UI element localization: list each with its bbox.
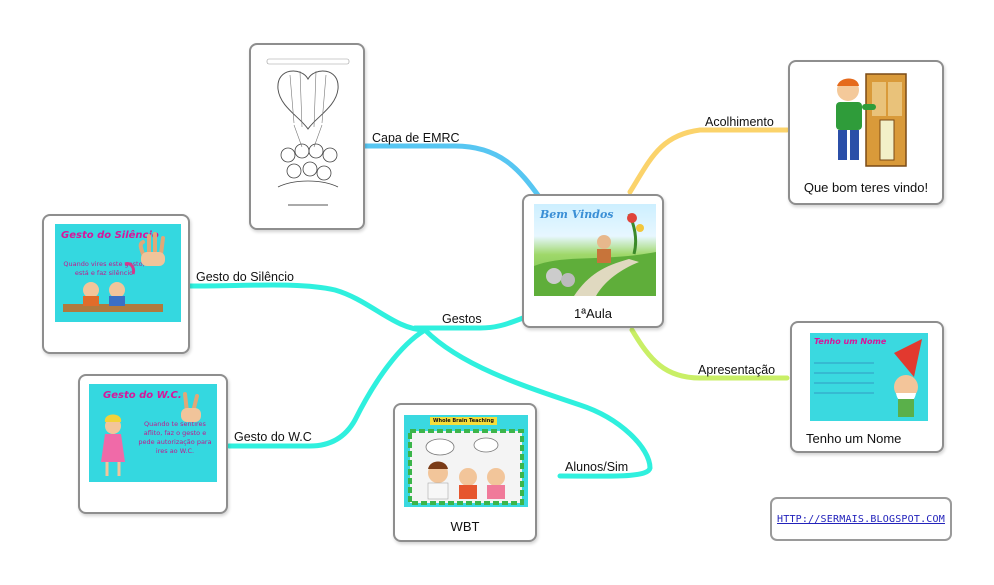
- card-acolhimento[interactable]: Que bom teres vindo!: [788, 60, 944, 205]
- branch-label-apresentacao[interactable]: Apresentação: [698, 363, 776, 377]
- connector-wc: [226, 327, 428, 449]
- branch-label-capa[interactable]: Capa de EMRC: [372, 131, 460, 145]
- boy-at-door-icon: [836, 73, 907, 167]
- gnome-icon: [814, 339, 922, 417]
- welcome-image-text: Bem Vindos: [540, 208, 614, 221]
- branch-label-wc[interactable]: Gesto do W.C: [234, 430, 312, 444]
- connector-alunos: [422, 327, 653, 479]
- wbt-image-title: Whole Brain Teaching: [430, 417, 497, 425]
- branch-label-alunos[interactable]: Alunos/Sim: [565, 460, 629, 474]
- center-label: 1ªAula: [573, 306, 613, 321]
- card-gesto-wc[interactable]: Gesto do W.C. Quando te sentires aflito,…: [78, 374, 228, 514]
- silencio-image-title: Gesto do Silêncio: [61, 230, 159, 241]
- gesto-wc-image: Gesto do W.C. Quando te sentires aflito,…: [89, 384, 217, 482]
- students-icon: [408, 429, 524, 505]
- coloring-page-image: [264, 55, 352, 220]
- apresentacao-caption: Tenho um Nome: [806, 431, 902, 446]
- wc-gesture-icon: [101, 392, 201, 476]
- connector-silencio: [187, 282, 428, 333]
- connector-acolhimento: [627, 127, 790, 195]
- silencio-image-text: Quando vires este gesto, está e faz silê…: [63, 260, 145, 277]
- welcome-boy-door-image: [818, 68, 918, 170]
- blog-link-box: HTTP://SERMAIS.BLOGSPOT.COM: [770, 497, 952, 541]
- wbt-image: Whole Brain Teaching: [404, 415, 528, 507]
- card-apresentacao[interactable]: Tenho um Nome Tenho um Nome: [790, 321, 944, 453]
- silence-hand-icon: [63, 232, 165, 312]
- branch-label-acolhimento[interactable]: Acolhimento: [705, 115, 774, 129]
- card-gesto-silencio[interactable]: Gesto do Silêncio Quando vires este gest…: [42, 214, 190, 354]
- welcome-scene-icon: [534, 213, 656, 296]
- branch-label-silencio[interactable]: Gesto do Silêncio: [196, 270, 294, 284]
- welcome-image: Bem Vindos: [534, 204, 656, 296]
- acolhimento-caption: Que bom teres vindo!: [803, 180, 929, 195]
- wbt-caption: WBT: [450, 519, 480, 534]
- center-node[interactable]: Bem Vindos 1ªAula: [522, 194, 664, 328]
- wc-image-title: Gesto do W.C.: [103, 390, 182, 401]
- connector-apresentacao: [629, 327, 790, 381]
- blog-link[interactable]: HTTP://SERMAIS.BLOGSPOT.COM: [777, 513, 945, 525]
- wc-image-text: Quando te sentires aflito, faz o gesto e…: [138, 420, 212, 455]
- branch-label-gestos[interactable]: Gestos: [442, 312, 482, 326]
- apresentacao-image-title: Tenho um Nome: [814, 337, 887, 346]
- connector-capa: [362, 143, 543, 201]
- card-wbt[interactable]: Whole Brain Teaching WBT: [393, 403, 537, 542]
- card-capa[interactable]: [249, 43, 365, 230]
- gesto-silencio-image: Gesto do Silêncio Quando vires este gest…: [55, 224, 181, 322]
- coloring-heart-balloon-icon: [266, 58, 350, 206]
- tenho-um-nome-image: Tenho um Nome: [810, 333, 928, 421]
